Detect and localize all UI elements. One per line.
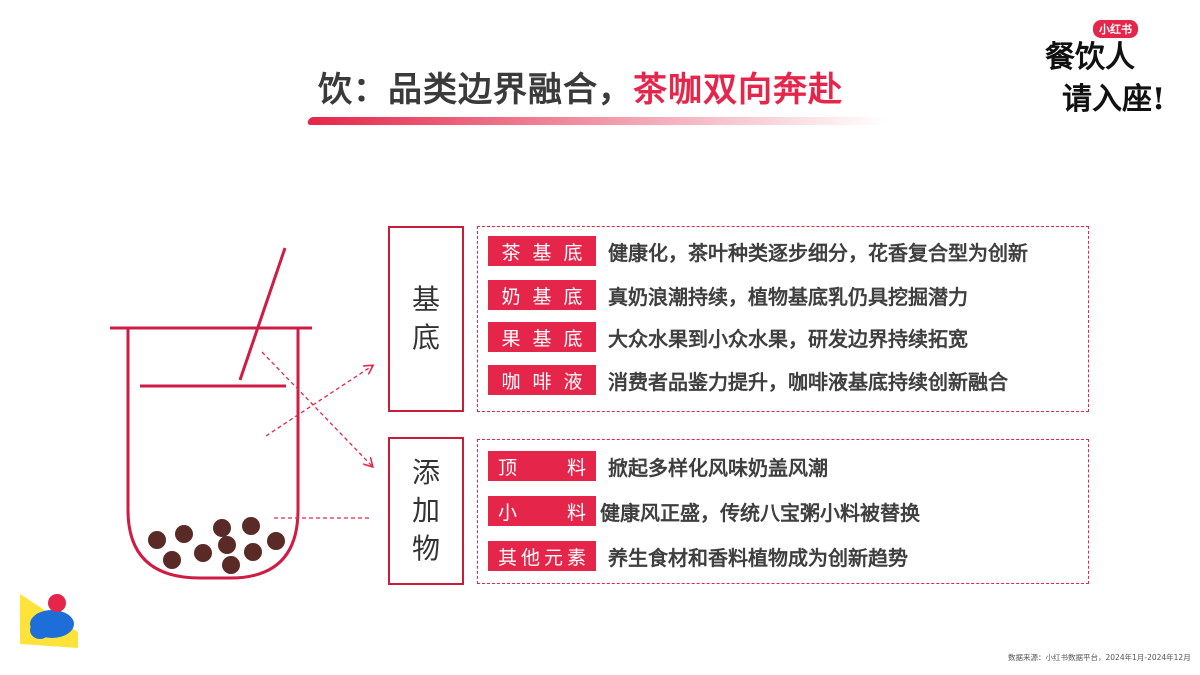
- title-area: 饮：品类边界融合，茶咖双向奔赴: [318, 62, 843, 111]
- source-note: 数据来源：小红书数据平台，2024年1月-2024年12月: [1008, 653, 1191, 662]
- title-accent: 茶咖双向奔赴: [633, 70, 843, 110]
- pearl: [267, 532, 285, 550]
- category-char: 基: [411, 283, 440, 316]
- additive-row-other: 其他元素 养生食材和香料植物成为创新趋势: [488, 538, 908, 574]
- row-tag: 咖啡液: [488, 365, 596, 395]
- pearl: [218, 536, 236, 554]
- tapioca-pearls: [148, 517, 285, 574]
- category-char: 物: [411, 532, 440, 565]
- row-description: 真奶浪潮持续，植物基底乳仍具挖掘潜力: [608, 284, 968, 309]
- pearl: [244, 543, 262, 561]
- row-tag: 茶基底: [488, 236, 596, 266]
- row-tag: 奶基底: [488, 280, 596, 310]
- base-detail-panel: 茶基底 健康化，茶叶种类逐步细分，花香复合型为创新 奶基底 真奶浪潮持续，植物基…: [477, 226, 1089, 412]
- base-row-fruit: 果基底 大众水果到小众水果，研发边界持续拓宽: [488, 319, 968, 355]
- row-tag: 顶 料: [488, 451, 596, 481]
- tag-char: 小: [498, 501, 518, 524]
- page-title: 饮：品类边界融合，茶咖双向奔赴: [318, 62, 843, 111]
- title-main: 饮：品类边界融合，: [318, 70, 633, 110]
- connector-to-base: [265, 366, 372, 437]
- pearl: [222, 556, 240, 574]
- pearl: [175, 525, 193, 543]
- row-tag: 果基底: [488, 322, 596, 352]
- row-description: 消费者品鉴力提升，咖啡液基底持续创新融合: [608, 369, 1008, 394]
- pearl: [242, 517, 260, 535]
- brand-logo: 小红书 餐饮人 请入座!: [1040, 14, 1180, 124]
- brand-badge: 小红书: [1093, 20, 1138, 38]
- decorative-emblem: [20, 594, 78, 648]
- category-char: 底: [411, 321, 440, 354]
- row-description: 大众水果到小众水果，研发边界持续拓宽: [608, 326, 968, 351]
- category-additive: 添 加 物: [388, 437, 464, 585]
- pearl: [163, 551, 181, 569]
- additive-row-topping: 顶 料 掀起多样化风味奶盖风潮: [488, 448, 828, 484]
- brand-slogan-line-1: 餐饮人: [1045, 40, 1135, 75]
- additive-detail-panel: 顶 料 掀起多样化风味奶盖风潮 小 料 健康风正盛，传统八宝粥小料被替换 其他元…: [477, 439, 1089, 584]
- row-tag: 小 料: [488, 496, 596, 526]
- row-tag: 其他元素: [488, 541, 596, 571]
- base-row-coffee: 咖啡液 消费者品鉴力提升，咖啡液基底持续创新融合: [488, 362, 1008, 398]
- brand-slogan-line-2: 请入座!: [1062, 82, 1166, 117]
- pearl: [194, 544, 212, 562]
- row-description: 养生食材和香料植物成为创新趋势: [608, 545, 908, 570]
- base-row-tea: 茶基底 健康化，茶叶种类逐步细分，花香复合型为创新: [488, 233, 1028, 269]
- base-row-milk: 奶基底 真奶浪潮持续，植物基底乳仍具挖掘潜力: [488, 277, 968, 313]
- category-base: 基 底: [388, 226, 464, 412]
- tag-char: 顶: [498, 456, 518, 479]
- cup-body: [126, 328, 300, 580]
- row-description: 掀起多样化风味奶盖风潮: [608, 455, 828, 480]
- row-description: 健康风正盛，传统八宝粥小料被替换: [600, 500, 920, 525]
- pearl: [148, 531, 166, 549]
- pearl: [213, 519, 231, 537]
- additive-row-small-ingredients: 小 料 健康风正盛，传统八宝粥小料被替换: [488, 493, 920, 529]
- tag-char: 料: [566, 456, 586, 479]
- straw: [238, 247, 287, 381]
- tag-char: 料: [566, 501, 586, 524]
- row-description: 健康化，茶叶种类逐步细分，花香复合型为创新: [608, 240, 1028, 265]
- category-char: 加: [411, 494, 440, 527]
- connector-to-additive-1: [261, 351, 372, 466]
- category-char: 添: [411, 456, 440, 489]
